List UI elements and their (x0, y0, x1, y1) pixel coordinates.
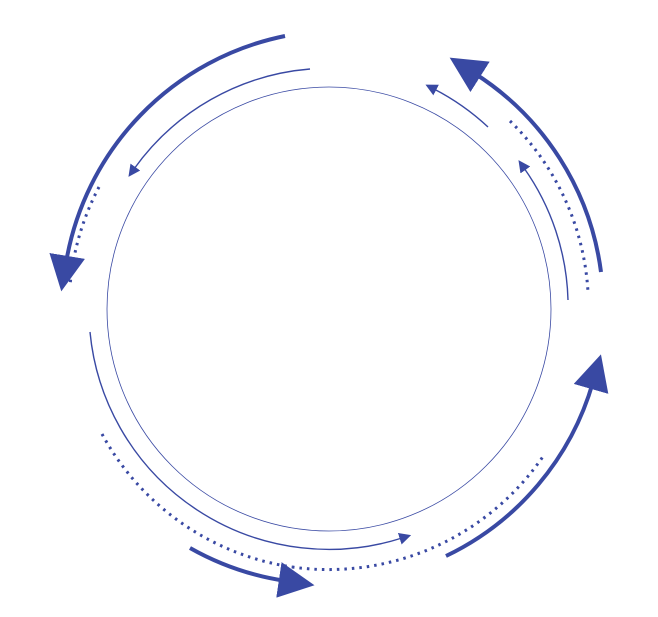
arrow-thick-lower-right (445, 354, 609, 558)
arrow-dashed-right (508, 119, 590, 293)
arrow-thick-upper-right (449, 57, 603, 273)
arrow-thick-upper-left (49, 34, 286, 292)
arrow-thick-lower-left (189, 546, 315, 598)
arrow-thin-right (518, 160, 569, 301)
arrow-thin-upper-left (128, 68, 311, 177)
arrow-thin-upper-right (425, 84, 489, 128)
arrow-dashed-left (68, 186, 101, 287)
arrow-thin-lower (89, 331, 412, 551)
arrow-dashed-lower-left (100, 433, 293, 569)
arrow-dashed-lower-right (291, 454, 546, 572)
inner-ring (106, 86, 552, 532)
